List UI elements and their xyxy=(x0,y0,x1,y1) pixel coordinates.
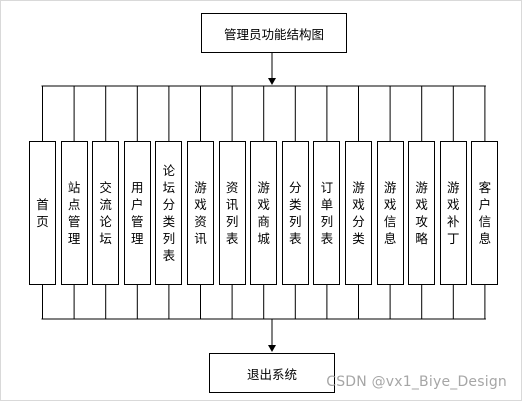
root-arrow-head xyxy=(268,78,276,85)
module-node: 站点管理 xyxy=(60,141,88,285)
module-node-label: 订单列表 xyxy=(320,180,334,246)
module-node: 游戏分类 xyxy=(345,141,372,285)
module-node-label: 游戏信息 xyxy=(383,180,397,246)
module-node: 首页 xyxy=(29,141,56,285)
module-node: 订单列表 xyxy=(313,141,341,285)
module-node-label: 游戏攻略 xyxy=(415,180,428,246)
module-node-label: 游戏分类 xyxy=(352,180,365,246)
module-node: 游戏信息 xyxy=(376,141,404,285)
module-node-label: 首页 xyxy=(36,197,49,229)
module-node-label: 站点管理 xyxy=(67,180,81,246)
module-node-label: 论坛分类列表 xyxy=(162,163,176,263)
watermark: CSDN @vx1_Biye_Design xyxy=(326,374,507,390)
module-node: 分类列表 xyxy=(281,141,309,285)
module-node: 客户信息 xyxy=(471,141,499,285)
module-node: 用户管理 xyxy=(123,141,151,285)
module-node: 论坛分类列表 xyxy=(155,141,183,285)
module-node: 游戏商城 xyxy=(250,141,278,285)
root-node-label: 管理员功能结构图 xyxy=(223,26,324,42)
module-node-label: 资讯列表 xyxy=(225,180,239,246)
module-node-label: 游戏商城 xyxy=(257,180,270,246)
module-node: 游戏资讯 xyxy=(187,141,214,285)
module-node-label: 用户管理 xyxy=(131,180,144,246)
exit-node-label: 退出系统 xyxy=(246,366,297,382)
module-node-label: 交流论坛 xyxy=(99,180,112,246)
module-node: 游戏攻略 xyxy=(408,141,436,285)
root-node: 管理员功能结构图 xyxy=(201,13,347,53)
exit-arrow-head xyxy=(268,345,276,352)
module-node-label: 客户信息 xyxy=(478,180,492,246)
module-node: 资讯列表 xyxy=(218,141,246,285)
module-node-label: 游戏补丁 xyxy=(447,180,460,246)
module-node: 交流论坛 xyxy=(92,141,120,285)
exit-node: 退出系统 xyxy=(209,353,335,393)
module-node-label: 游戏资讯 xyxy=(194,180,207,246)
module-node: 游戏补丁 xyxy=(439,141,467,285)
module-node-label: 分类列表 xyxy=(289,180,302,246)
